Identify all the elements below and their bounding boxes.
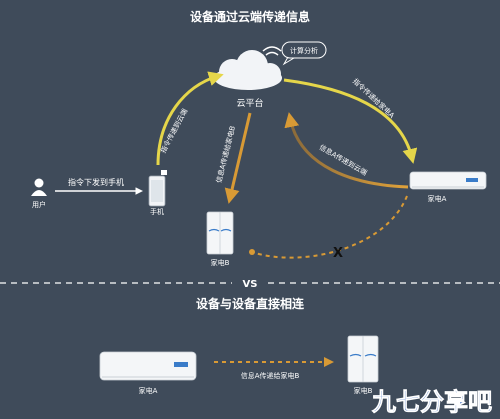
- user-label: 用户: [32, 200, 46, 209]
- cloud-to-fridge-label: 信息A传递给家电B: [214, 125, 237, 184]
- ac-bottom-icon: [99, 351, 197, 381]
- blocked-link-end: [249, 249, 255, 255]
- vs-label: VS: [243, 279, 258, 290]
- user-icon: [31, 178, 47, 196]
- direct-link-label: 信息A传递给家电B: [241, 371, 300, 380]
- fridge-top-label: 家电B: [211, 258, 230, 267]
- fridge-bottom-label: 家电B: [354, 386, 373, 395]
- user-to-phone-label: 指令下发到手机: [68, 177, 124, 187]
- ac-bottom-label: 家电A: [139, 386, 158, 395]
- bottom-title: 设备与设备直接相连: [196, 296, 305, 311]
- ac-to-cloud-arrow: [284, 112, 409, 189]
- phone-label: 手机: [150, 207, 164, 216]
- cloud-label: 云平台: [236, 97, 263, 109]
- signal-icon: [262, 46, 282, 56]
- bubble-callout: 计算分析: [281, 41, 327, 66]
- blocked-direct-link: [251, 195, 408, 259]
- top-title: 设备通过云端传递信息: [190, 9, 310, 24]
- fridge-bottom-icon: [347, 335, 379, 383]
- blocked-mark: X: [333, 246, 343, 261]
- ac-top-icon: [409, 171, 487, 190]
- fridge-top-icon: [206, 211, 234, 255]
- bubble-label: 计算分析: [290, 46, 318, 55]
- phone-icon: [148, 170, 167, 207]
- cloud-icon: [214, 50, 282, 90]
- ac-to-cloud-label: 信息A传递到云端: [318, 142, 369, 177]
- phone-to-cloud-arrow: [156, 71, 224, 166]
- cloud-to-fridge-arrow: [224, 112, 252, 204]
- ac-top-label: 家电A: [428, 194, 447, 203]
- cloud-to-ac-arrow: [283, 78, 418, 164]
- watermark-logo: 九七分享吧: [371, 388, 492, 416]
